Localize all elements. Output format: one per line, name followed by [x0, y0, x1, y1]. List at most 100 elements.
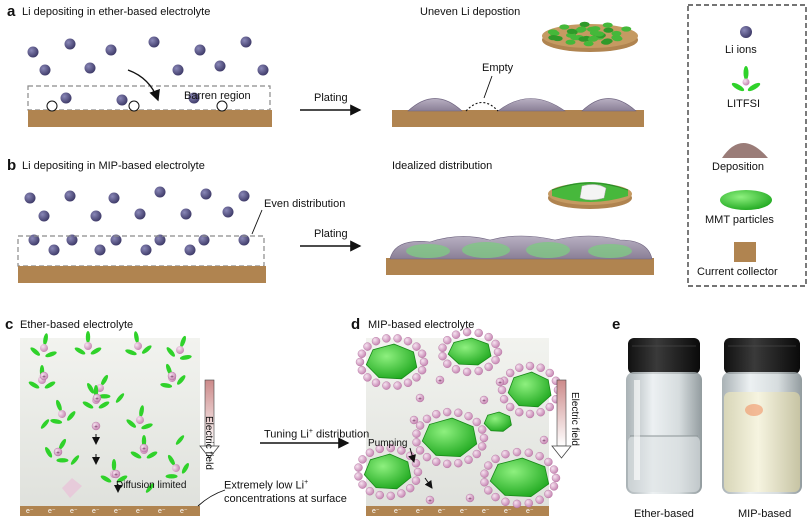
svg-text:+: + [527, 0, 531, 2]
li-ion-pink: + [417, 0, 427, 358]
li-ion [140, 244, 152, 256]
li-ion-pink: + [357, 0, 367, 375]
li-ion-pink: + [409, 415, 419, 425]
litfsi-salt [126, 405, 153, 430]
li-ion [60, 92, 72, 104]
svg-text:+: + [374, 0, 378, 2]
li-ion-pink: + [139, 443, 149, 453]
svg-text:+: + [498, 381, 502, 387]
svg-text:+: + [483, 0, 487, 2]
uneven-deposit [407, 98, 463, 112]
li-ion-pink: + [551, 0, 561, 483]
legend-label-deposition: Deposition [712, 161, 764, 173]
svg-text:+: + [445, 0, 449, 2]
svg-text:+: + [487, 0, 491, 2]
li-ion-pink: + [443, 0, 452, 368]
deposition-icon [722, 143, 768, 158]
svg-text:+: + [400, 0, 404, 2]
li-ion-pink: + [91, 421, 101, 431]
li-ion-icon [740, 26, 752, 38]
svg-text:+: + [418, 397, 422, 403]
li-ion-pink: + [536, 0, 545, 372]
svg-text:+: + [494, 0, 498, 2]
li-ion-pink: + [167, 371, 177, 381]
li-ion-pink: + [415, 0, 425, 430]
li-ion-pink: + [53, 447, 63, 457]
li-ion-pink: + [382, 0, 391, 390]
li-ion [24, 192, 36, 204]
electron-label: e⁻ [180, 508, 188, 515]
svg-text:+: + [475, 0, 479, 2]
current-collector-b [18, 266, 266, 283]
li-ion-pink: + [535, 0, 544, 461]
pumping-arrow [424, 477, 433, 489]
svg-text:+: + [496, 0, 500, 2]
li-ion [110, 234, 122, 246]
tuning-label: Tuning Li+ distribution [264, 428, 370, 441]
mmt-in-deposit [406, 244, 450, 258]
svg-text:+: + [441, 0, 445, 2]
svg-text:+: + [467, 0, 471, 2]
svg-text:+: + [487, 0, 491, 2]
li-ion-pink: + [462, 0, 472, 377]
svg-text:+: + [515, 0, 519, 2]
li-ion-pink: + [474, 0, 483, 376]
svg-text:+: + [414, 0, 418, 2]
li-ion-pink: + [454, 0, 463, 417]
svg-text:+: + [361, 0, 365, 2]
svg-text:+: + [487, 0, 491, 2]
svg-text:+: + [518, 0, 522, 2]
current-collector-d [366, 506, 549, 516]
svg-text:+: + [465, 0, 469, 2]
svg-text:+: + [539, 0, 543, 2]
electron-label: e⁻ [158, 508, 166, 515]
li-ion-pink: + [371, 0, 381, 346]
svg-text:+: + [482, 399, 486, 405]
svg-text:+: + [467, 0, 471, 2]
li-ion-pink: + [484, 0, 493, 495]
svg-text:+: + [396, 0, 400, 2]
svg-text:+: + [494, 0, 498, 2]
li-ion-pink: + [403, 0, 413, 387]
disc-patch [587, 36, 598, 42]
svg-text:+: + [548, 0, 552, 2]
panel-a [27, 21, 644, 127]
disc-patch [559, 24, 570, 30]
svg-text:+: + [500, 0, 504, 2]
even-pointer [251, 209, 263, 235]
li-ion-pink: + [406, 0, 415, 493]
li-ion-pink: + [435, 375, 445, 385]
diffusion-tail [62, 478, 82, 498]
li-ion-pink: + [443, 0, 452, 417]
li-ion-pink: + [354, 0, 363, 481]
li-ion [180, 208, 192, 220]
disc-patch [590, 26, 601, 32]
barren-region-label: Barren region [184, 90, 251, 102]
svg-text:+: + [528, 0, 532, 2]
disc-patch [602, 22, 613, 28]
panel-a-title: Li depositing in ether-based electrolyte [22, 6, 211, 18]
svg-text:+: + [56, 451, 60, 457]
mmt-in-deposit [462, 242, 510, 258]
li-ion-pink: + [474, 0, 483, 338]
li-ion-pink: + [465, 493, 475, 503]
barren-circle [46, 100, 58, 112]
diffusion-arrow [127, 69, 160, 102]
li-ion-pink: + [438, 0, 447, 361]
svg-text:+: + [508, 0, 512, 2]
mmt-particles-d [363, 337, 552, 498]
li-ion [184, 244, 196, 256]
svg-text:+: + [368, 0, 372, 2]
li-ion-pink: + [545, 0, 554, 378]
li-ion-pink: + [451, 0, 461, 374]
li-ion [27, 46, 39, 58]
electric-field-label-c: Electric field [203, 416, 214, 470]
svg-text:+: + [378, 0, 382, 2]
svg-text:+: + [554, 0, 558, 2]
li-ion [90, 210, 102, 222]
disc-patch [570, 35, 581, 41]
li-ion-pink: + [393, 0, 402, 343]
li-ion [188, 92, 200, 104]
svg-text:+: + [504, 0, 508, 2]
svg-text:+: + [556, 0, 560, 2]
